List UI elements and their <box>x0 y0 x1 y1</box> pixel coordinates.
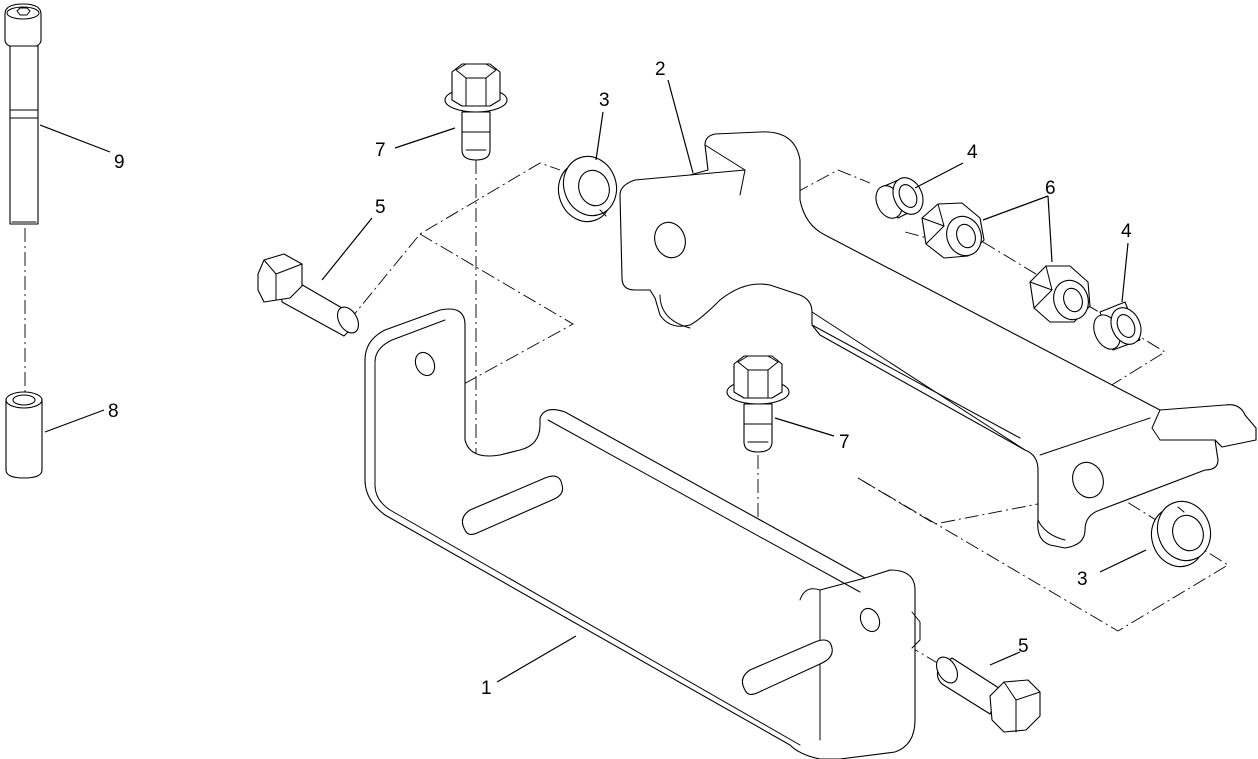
callout-4-upper: 4 <box>967 142 978 163</box>
callout-7-upper: 7 <box>375 140 386 161</box>
nut-part-upper <box>921 202 985 259</box>
callout-9: 9 <box>114 152 125 173</box>
callout-3-lower: 3 <box>1077 569 1088 590</box>
plate-part <box>619 131 1257 549</box>
spring-pin-part-upper <box>557 155 618 223</box>
flange-bolt-part-center <box>726 355 790 453</box>
callout-7-center: 7 <box>839 432 850 453</box>
callout-6: 6 <box>1045 178 1056 199</box>
callout-3-upper: 3 <box>599 90 610 111</box>
callout-4-lower: 4 <box>1121 221 1132 242</box>
callout-5-right: 5 <box>1018 636 1029 657</box>
spacer-part-lower <box>1093 301 1142 351</box>
spacer-part-upper <box>875 177 924 219</box>
callout-labels: 9 8 5 7 3 2 4 6 4 7 3 5 1 <box>108 59 1132 699</box>
callout-5-left: 5 <box>375 197 386 218</box>
nut-part-lower <box>1029 265 1091 323</box>
sleeve-part <box>5 391 43 479</box>
callout-1: 1 <box>481 678 492 699</box>
hex-bolt-part-left <box>257 253 360 337</box>
flange-bolt-part-upper <box>444 63 508 161</box>
bracket-part <box>364 308 921 759</box>
leader-lines <box>39 79 1147 683</box>
callout-2: 2 <box>655 59 666 80</box>
spring-pin-part-lower <box>1150 500 1212 568</box>
callout-8: 8 <box>108 401 119 422</box>
hex-bolt-part-right <box>935 656 1041 733</box>
cap-screw-part <box>4 3 42 225</box>
